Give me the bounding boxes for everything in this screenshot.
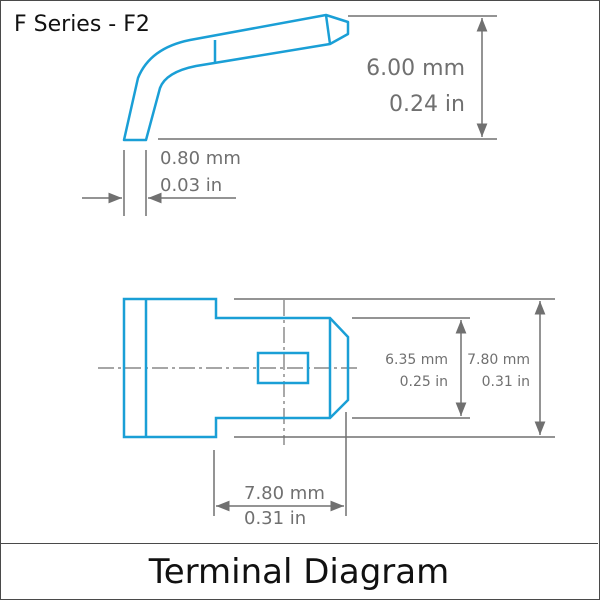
top-view-dimensions bbox=[82, 15, 497, 216]
inner-height-mm-label: 6.35 mm bbox=[385, 352, 448, 368]
top-view-terminal bbox=[122, 13, 350, 142]
front-view-centerlines bbox=[98, 300, 360, 445]
thickness-in-label: 0.03 in bbox=[160, 175, 222, 196]
outer-height-in-label: 0.31 in bbox=[482, 374, 530, 390]
outer-height-mm-label: 7.80 mm bbox=[467, 352, 530, 368]
height-in-label: 0.24 in bbox=[389, 92, 465, 117]
footer: Terminal Diagram bbox=[0, 543, 598, 599]
height-mm-label: 6.00 mm bbox=[366, 56, 465, 81]
front-view-dimensions bbox=[213, 298, 555, 516]
thickness-mm-label: 0.80 mm bbox=[160, 148, 241, 169]
inner-height-in-label: 0.25 in bbox=[400, 374, 448, 390]
front-view-terminal bbox=[122, 297, 350, 439]
footer-title: Terminal Diagram bbox=[148, 551, 450, 592]
series-title: F Series - F2 bbox=[14, 12, 150, 37]
width-mm-label: 7.80 mm bbox=[244, 483, 325, 504]
width-in-label: 0.31 in bbox=[244, 508, 306, 529]
